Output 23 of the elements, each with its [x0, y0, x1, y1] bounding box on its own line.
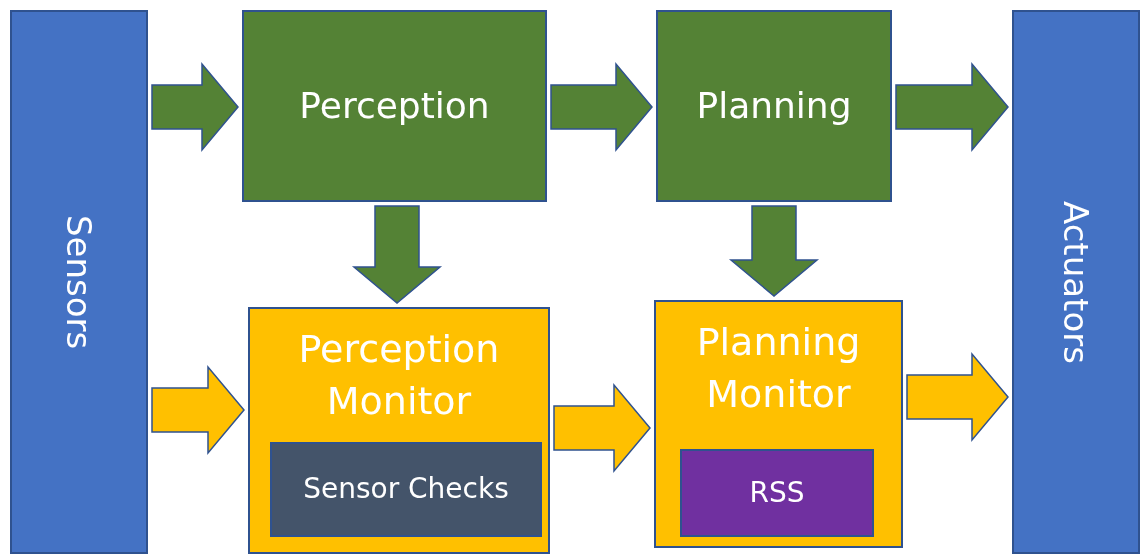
box-label: Sensor Checks [303, 471, 509, 508]
box-label: Actuators [1055, 200, 1098, 364]
process-box [656, 10, 892, 202]
box-label: Sensors [58, 214, 101, 350]
box-label: Planning Monitor [695, 319, 862, 419]
block-arrow [728, 205, 820, 297]
block-arrow [351, 205, 443, 304]
check-box [270, 442, 542, 537]
block-arrow [906, 351, 1009, 443]
block-arrow [553, 382, 651, 474]
box-label: Perception Monitor [297, 326, 501, 426]
box-label: RSS [749, 474, 805, 511]
monitor-box [654, 300, 903, 548]
side-panel [1012, 10, 1140, 554]
block-arrow [550, 61, 653, 153]
block-arrow [151, 61, 239, 153]
block-arrow [151, 364, 245, 456]
block-arrow [895, 61, 1009, 153]
box-label: Perception [299, 84, 490, 129]
box-label: Planning [696, 84, 852, 129]
monitor-box [248, 307, 550, 554]
process-box [242, 10, 547, 202]
side-panel [10, 10, 148, 554]
